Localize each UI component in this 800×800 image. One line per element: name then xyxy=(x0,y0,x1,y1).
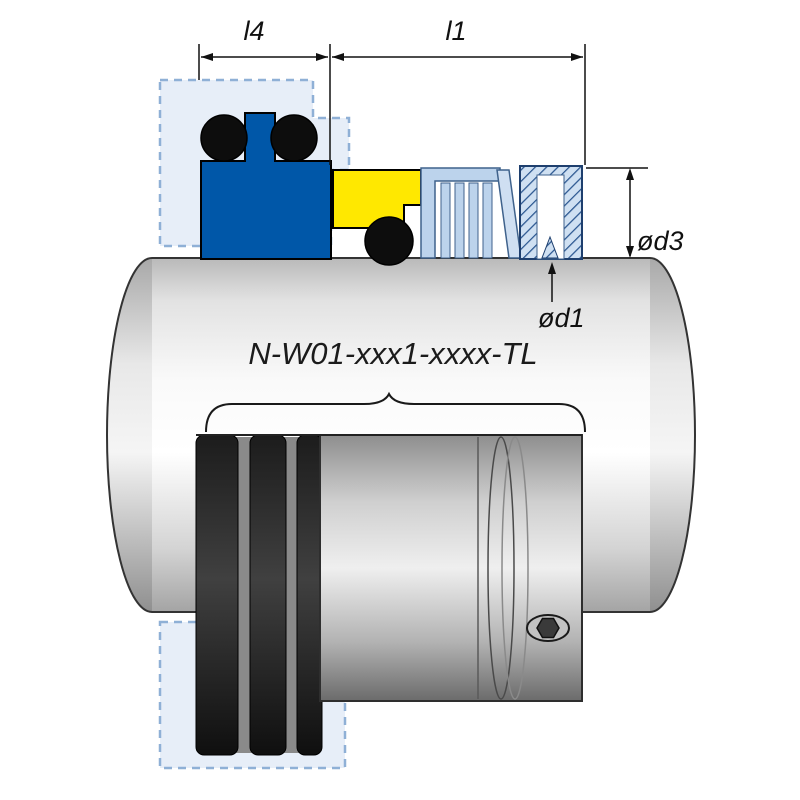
top-dimension-lines: l4 l1 xyxy=(198,16,586,165)
seal-head-upper xyxy=(200,112,583,266)
callout-brace xyxy=(205,391,586,433)
spring-coil-4 xyxy=(482,182,493,259)
set-screw-hex-socket-icon xyxy=(536,617,560,639)
arrow-d3-up-icon xyxy=(626,168,634,180)
collar-rim-near xyxy=(487,436,515,700)
arrow-l4-right-icon xyxy=(316,53,328,61)
dim-label-d3: ød3 xyxy=(637,226,684,256)
oring-3 xyxy=(364,216,414,266)
bellows-ring-2 xyxy=(249,434,287,756)
arrow-d3-down-icon xyxy=(626,246,634,258)
spring-coil-1 xyxy=(440,182,451,259)
dim-label-l4: l4 xyxy=(243,16,264,46)
arrow-l1-left-icon xyxy=(332,53,344,61)
retainer-cylinder xyxy=(319,434,583,702)
spring-retainer xyxy=(420,167,501,259)
arrow-d1-up-icon xyxy=(548,262,556,274)
spring-coil-3 xyxy=(468,182,479,259)
spring-coil-2 xyxy=(454,182,465,259)
seal-lower-external xyxy=(195,434,583,756)
part-number-callout: N-W01-xxx1-xxxx-TL xyxy=(205,336,586,433)
arrow-l4-left-icon xyxy=(201,53,213,61)
oring-1 xyxy=(200,114,248,162)
oring-2 xyxy=(270,114,318,162)
bellows-ring-3 xyxy=(296,434,323,756)
dim-label-d1: ød1 xyxy=(538,303,585,333)
seat-hatched-wedge xyxy=(541,235,559,259)
part-number-label: N-W01-xxx1-xxxx-TL xyxy=(248,336,537,371)
arrow-l1-right-icon xyxy=(571,53,583,61)
bellows-ring-1 xyxy=(195,434,239,756)
collar-rim-far xyxy=(501,436,529,700)
diameter-dimensions: ød3 ød1 xyxy=(538,167,684,333)
dim-label-l1: l1 xyxy=(445,16,466,46)
